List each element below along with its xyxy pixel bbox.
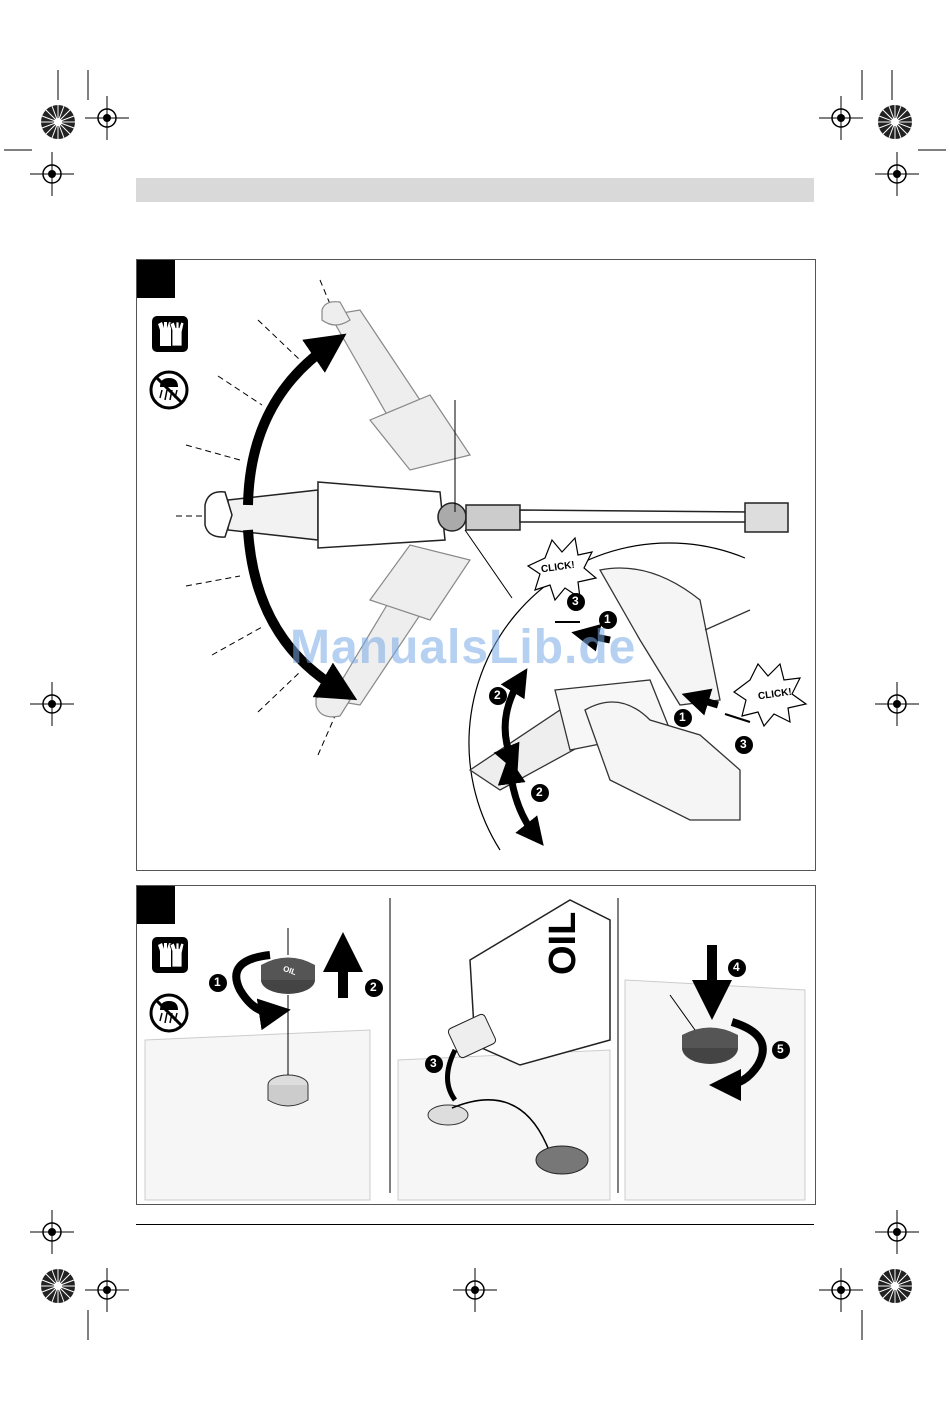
- bottle-label: OIL: [542, 912, 584, 975]
- registration-mark-icon: [875, 682, 919, 726]
- registration-mark-icon: [819, 96, 863, 140]
- step-2-label: 2: [370, 980, 377, 994]
- no-rain-icon: [151, 372, 187, 408]
- step-4-label: 4: [733, 960, 740, 974]
- step-3-label: 3: [572, 594, 579, 608]
- registration-mark-icon: [453, 1268, 497, 1312]
- registration-mark-icon: [30, 682, 74, 726]
- gloves-icon: [152, 316, 188, 352]
- registration-mark-icon: [875, 1210, 919, 1254]
- step-2-label: 2: [494, 688, 501, 702]
- gloves-icon: [152, 937, 188, 973]
- oil-fill-illustration: OIL: [145, 898, 805, 1200]
- step-1-label: 1: [679, 710, 686, 724]
- registration-mark-icon: [85, 96, 129, 140]
- watermark: ManualsLib.de: [290, 620, 636, 675]
- step-3-label: 3: [740, 737, 747, 751]
- color-wheel-icon: [41, 105, 75, 139]
- color-wheel-icon: [878, 105, 912, 139]
- step-5-label: 5: [777, 1042, 784, 1056]
- registration-mark-icon: [85, 1268, 129, 1312]
- color-wheel-icon: [878, 1269, 912, 1303]
- registration-mark-icon: [875, 152, 919, 196]
- step-3-label: 3: [430, 1056, 437, 1070]
- registration-mark-icon: [819, 1268, 863, 1312]
- color-wheel-icon: [41, 1269, 75, 1303]
- registration-mark-icon: [30, 1210, 74, 1254]
- registration-mark-icon: [30, 152, 74, 196]
- step-1-label: 1: [214, 975, 221, 989]
- no-rain-icon: [151, 995, 187, 1031]
- pole-saw-illustration: [176, 280, 806, 850]
- step-2-label: 2: [536, 785, 543, 799]
